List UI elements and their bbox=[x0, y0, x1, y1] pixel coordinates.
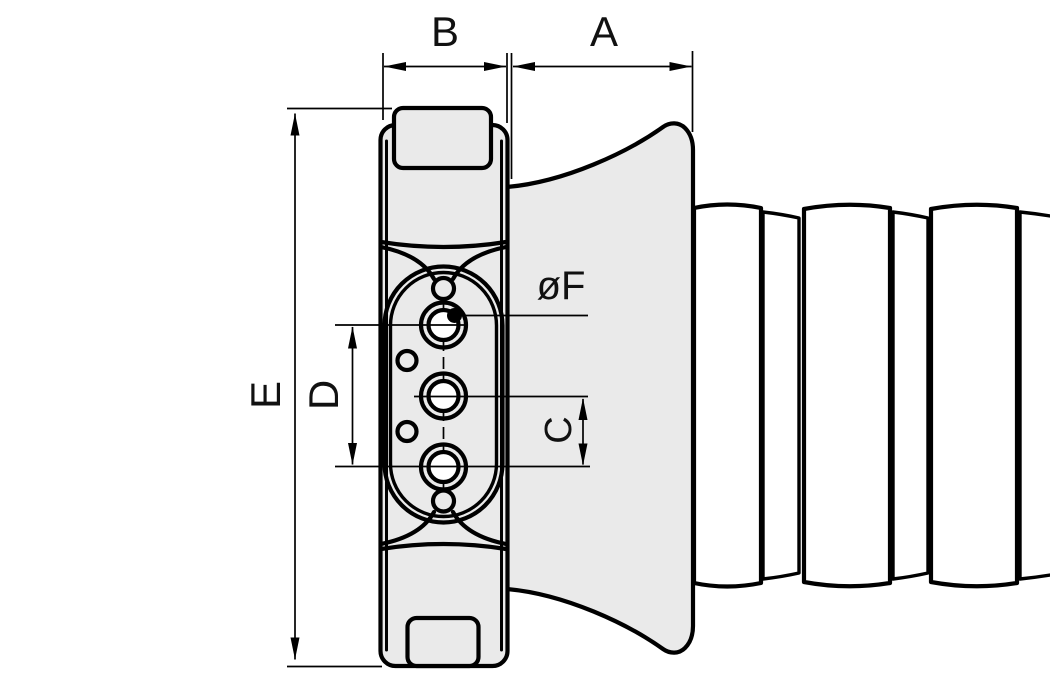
pilot-hole-lower bbox=[395, 419, 419, 444]
flange-assembly bbox=[378, 105, 510, 669]
hose-corrugations bbox=[691, 202, 1050, 589]
arrowhead bbox=[669, 62, 692, 71]
hose-ridge bbox=[691, 202, 764, 589]
hose-valley bbox=[891, 210, 930, 581]
arrowhead bbox=[484, 62, 506, 71]
arrowhead bbox=[290, 637, 300, 660]
arrowhead bbox=[578, 398, 588, 420]
dim-label-a: A bbox=[590, 8, 618, 55]
dim-label-e: E bbox=[242, 381, 289, 409]
arrowhead bbox=[290, 113, 300, 136]
dim-label-d: D bbox=[300, 380, 347, 410]
slot-raceway-outer bbox=[382, 264, 505, 525]
arrowhead bbox=[578, 443, 588, 466]
arrowhead bbox=[384, 62, 406, 71]
hose-valley bbox=[1018, 210, 1050, 581]
bell-housing bbox=[504, 121, 696, 655]
dim-label-f: øF bbox=[537, 264, 586, 308]
neck-pin-top bbox=[430, 275, 457, 302]
hose-ridge bbox=[928, 202, 1020, 589]
lower-section-line bbox=[378, 541, 509, 552]
dimensioning: B A E D C øF bbox=[242, 8, 694, 668]
arrowhead bbox=[348, 326, 357, 349]
dim-label-c: C bbox=[538, 416, 580, 443]
mounting-tab-bottom bbox=[405, 615, 481, 669]
upper-section-line bbox=[378, 239, 509, 250]
arrowhead bbox=[348, 443, 357, 465]
hose-ridge bbox=[801, 202, 893, 589]
arrowhead bbox=[513, 62, 535, 71]
leader-dot-f bbox=[447, 308, 462, 323]
slot-raceway-inner bbox=[388, 270, 499, 519]
mounting-tab-top bbox=[391, 105, 494, 171]
dim-label-b: B bbox=[431, 8, 459, 55]
neck-pin-bottom bbox=[430, 488, 457, 514]
hose-valley bbox=[761, 210, 801, 581]
pilot-hole-upper bbox=[395, 348, 419, 373]
